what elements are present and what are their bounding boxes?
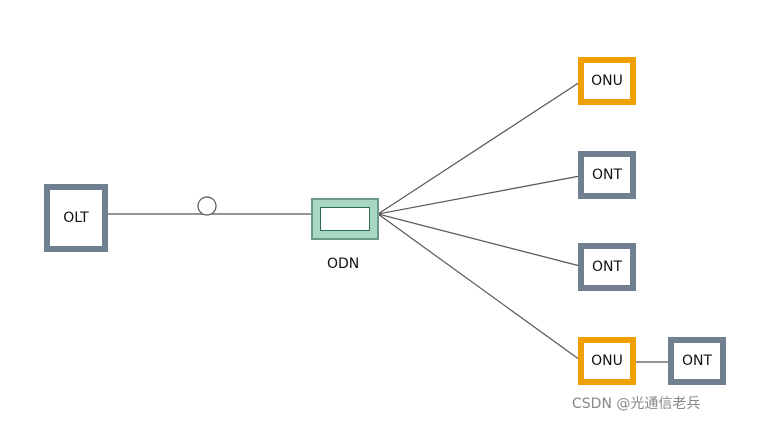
onu-top-node: ONU [578,57,636,105]
odn-onu-bottom-link [377,213,581,361]
odn-onu-top-link [377,81,581,215]
ont-1-node: ONT [578,151,636,199]
fiber-connector-icon [197,196,217,216]
ont-2-node: ONT [578,243,636,291]
onu-bottom-node: ONU [578,337,636,385]
odn-splitter-inner [320,207,370,231]
odn-label: ODN [327,256,360,272]
odn-ont-1-link [377,175,581,215]
onu-top-label: ONU [591,73,623,89]
ont-1-label: ONT [591,167,623,183]
ont-bottom-right-label: ONT [681,353,713,369]
ont-2-label: ONT [591,259,623,275]
onu-bottom-label: ONU [591,353,623,369]
watermark: CSDN @光通信老兵 [572,396,701,412]
olt-node: OLT [44,184,108,252]
ont-bottom-right-node: ONT [668,337,726,385]
olt-label: OLT [63,210,89,226]
odn-splitter [311,198,379,240]
odn-ont-2-link [377,213,581,267]
